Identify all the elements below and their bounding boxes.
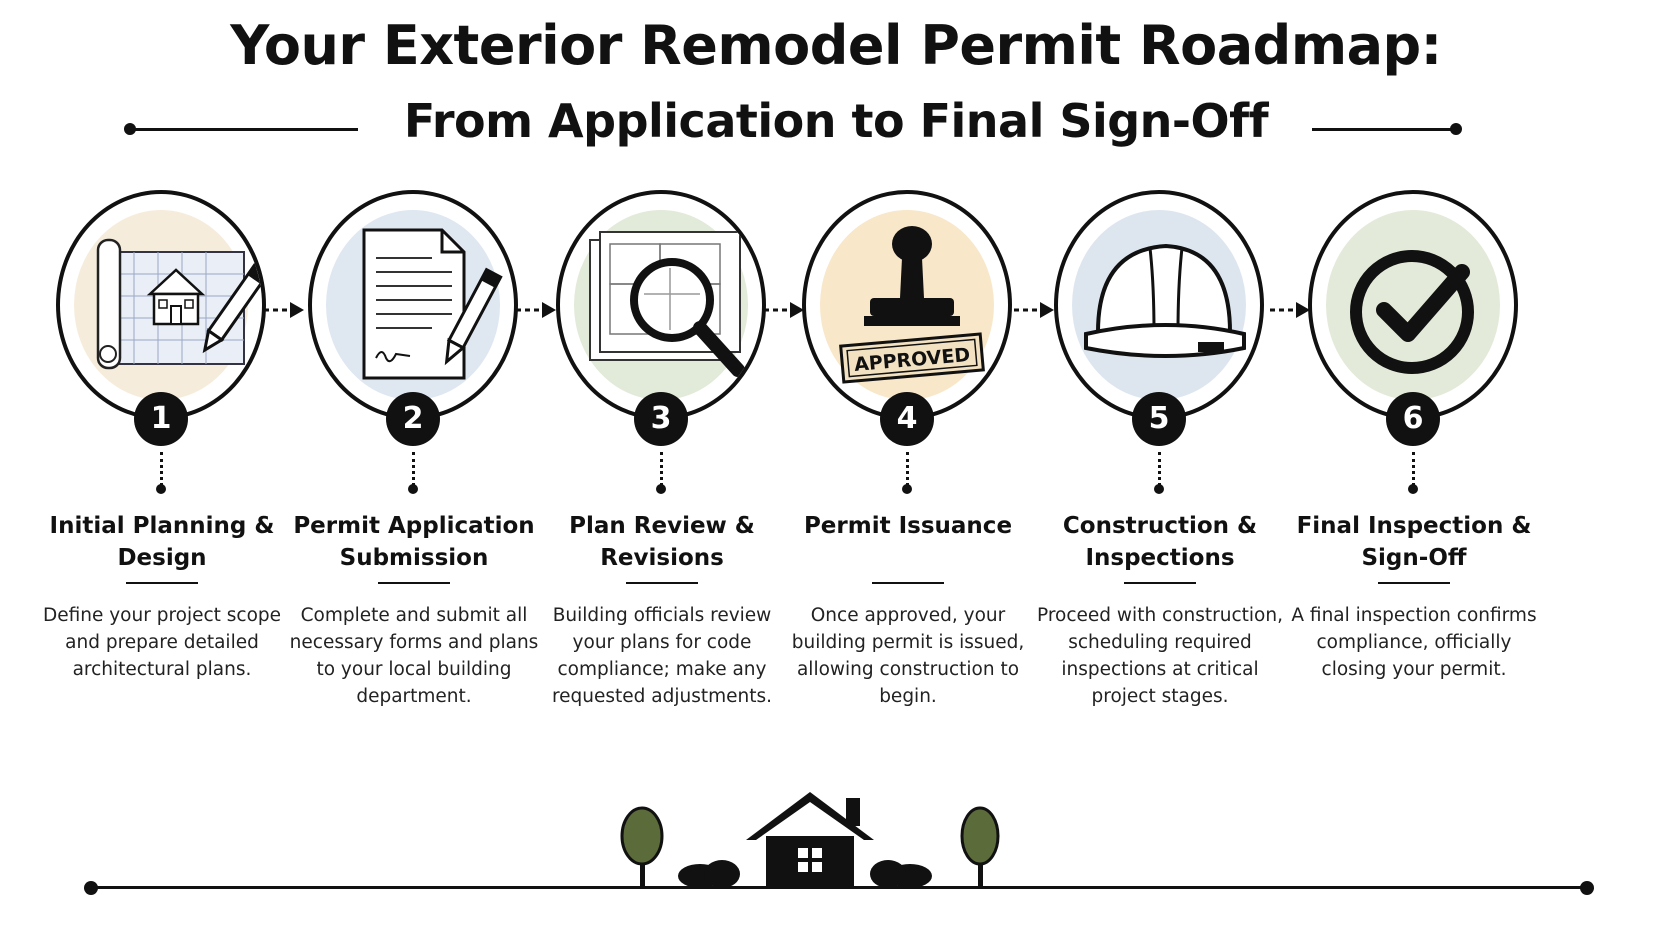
- step-1-connector: [160, 452, 163, 486]
- step-2-icon-circle: [308, 190, 518, 420]
- step-4-icon-circle: APPROVED: [802, 190, 1012, 420]
- step-2-number-badge: 2: [386, 392, 440, 446]
- checkmark-circle-icon: [1350, 250, 1474, 374]
- step-5-icon-circle: [1054, 190, 1264, 420]
- step-4-number-badge: 4: [880, 392, 934, 446]
- house-icon: [746, 792, 874, 886]
- step-5-title: Construction & Inspections: [1062, 513, 1258, 571]
- step-3-underline: [626, 582, 698, 584]
- step-4: APPROVED 4 Permit Issuance Once approved…: [778, 190, 1038, 750]
- step-5-number-badge: 5: [1132, 392, 1186, 446]
- step-3: 3 Plan Review & Revisions Building offic…: [532, 190, 792, 750]
- house-scene-illustration: [620, 792, 1000, 888]
- step-4-connector-dot: [902, 484, 912, 494]
- step-5: 5 Construction & Inspections Proceed wit…: [1030, 190, 1290, 750]
- step-1-icon-circle: [56, 190, 266, 420]
- arrow-right-icon: [264, 302, 304, 318]
- magnifying-glass-plans-icon: [589, 231, 745, 377]
- step-1: 1 Initial Planning & Design Define your …: [32, 190, 292, 750]
- step-1-number-badge: 1: [134, 392, 188, 446]
- step-6-connector: [1412, 452, 1415, 486]
- page-title: Your Exterior Remodel Permit Roadmap:: [230, 14, 1442, 77]
- step-5-connector-dot: [1154, 484, 1164, 494]
- step-2-connector: [412, 452, 415, 486]
- bush-icon: [678, 860, 932, 888]
- step-3-title: Plan Review & Revisions: [569, 513, 755, 571]
- arrow-right-icon: [1270, 302, 1310, 318]
- hard-hat-icon: [1084, 243, 1246, 358]
- step-6-number-badge: 6: [1386, 392, 1440, 446]
- step-4-connector: [906, 452, 909, 486]
- step-6: 6 Final Inspection & Sign-Off A final in…: [1284, 190, 1544, 750]
- step-5-underline: [1124, 582, 1196, 584]
- arrow-right-icon: [764, 302, 804, 318]
- step-4-title: Permit Issuance: [803, 513, 1013, 539]
- step-1-title: Initial Planning & Design: [49, 513, 275, 571]
- step-2: 2 Permit Application Submission Complete…: [284, 190, 544, 750]
- blueprint-house-pencil-icon: [96, 238, 262, 370]
- step-1-description: Define your project scope and prepare de…: [42, 605, 282, 680]
- step-1-underline: [126, 582, 198, 584]
- tree-left-icon: [620, 806, 664, 886]
- tree-right-icon: [960, 806, 1000, 886]
- step-3-description: Building officials review your plans for…: [551, 605, 773, 707]
- step-5-connector: [1158, 452, 1161, 486]
- step-2-description: Complete and submit all necessary forms …: [289, 605, 539, 707]
- step-5-description: Proceed with construction, scheduling re…: [1037, 605, 1283, 707]
- title-rule-right: [1312, 128, 1456, 131]
- step-3-connector: [660, 452, 663, 486]
- step-3-icon-circle: [556, 190, 766, 420]
- step-3-number-badge: 3: [634, 392, 688, 446]
- title-rule-left: [130, 128, 358, 131]
- page-subtitle: From Application to Final Sign-Off: [403, 94, 1269, 148]
- approved-stamp-icon: APPROVED: [839, 226, 985, 384]
- step-6-description: A final inspection confirms compliance, …: [1291, 605, 1537, 680]
- step-6-icon-circle: [1308, 190, 1518, 420]
- step-6-connector-dot: [1408, 484, 1418, 494]
- arrow-right-icon: [516, 302, 556, 318]
- step-1-connector-dot: [156, 484, 166, 494]
- step-2-underline: [378, 582, 450, 584]
- document-pen-icon: [362, 228, 503, 380]
- step-6-underline: [1378, 582, 1450, 584]
- step-4-underline: [872, 582, 944, 584]
- step-3-connector-dot: [656, 484, 666, 494]
- ground-line-right-end: [1580, 881, 1594, 895]
- ground-line: [90, 886, 1586, 889]
- step-6-title: Final Inspection & Sign-Off: [1296, 513, 1532, 571]
- step-2-title: Permit Application Submission: [293, 513, 535, 571]
- title-rule-right-end: [1450, 123, 1462, 135]
- arrow-right-icon: [1014, 302, 1054, 318]
- step-4-description: Once approved, your building permit is i…: [791, 605, 1025, 707]
- step-2-connector-dot: [408, 484, 418, 494]
